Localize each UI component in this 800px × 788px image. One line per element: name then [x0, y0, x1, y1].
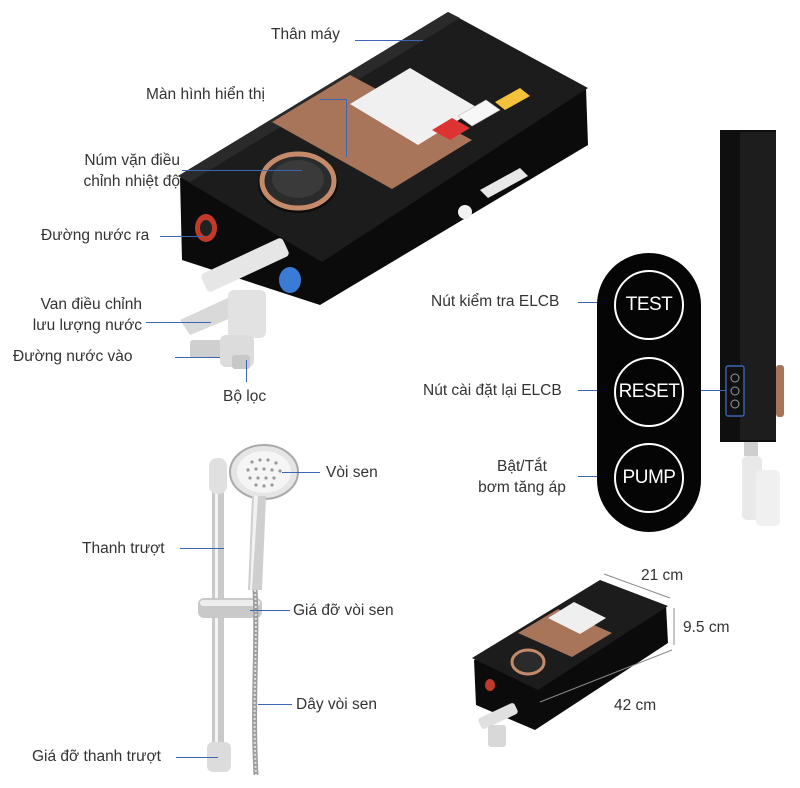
label-valve-line1: Van điều chỉnh: [40, 296, 142, 313]
label-outlet: Đường nước ra: [41, 227, 150, 244]
label-valve: Van điều chỉnh lưu lượng nước: [10, 294, 142, 336]
label-knob-line2: chỉnh nhiệt độ: [83, 173, 180, 190]
label-pump-line2: bơm tăng áp: [478, 479, 566, 496]
leader-filter: [246, 360, 248, 382]
leader-holder: [250, 610, 290, 612]
label-filter: Bộ lọc: [223, 388, 267, 405]
label-body: Thân máy: [271, 26, 340, 43]
label-knob-line1: Núm vặn điều: [84, 152, 180, 169]
label-slide-bar: Thanh trượt: [82, 540, 165, 557]
leader-hose: [258, 704, 292, 706]
label-knob: Núm vặn điều chỉnh nhiệt độ: [28, 150, 180, 192]
leader-bar-holder: [176, 757, 218, 759]
dimension-width: 21 cm: [641, 567, 684, 584]
shower-hose: [252, 589, 259, 776]
label-display: Màn hình hiển thị: [146, 86, 265, 103]
dimension-height: 42 cm: [614, 697, 657, 714]
label-pump-line1: Bật/Tắt: [497, 458, 547, 475]
leader-body: [355, 40, 423, 42]
label-valve-line2: lưu lượng nước: [32, 317, 142, 334]
leader-valve: [146, 322, 211, 324]
label-bar-holder: Giá đỡ thanh trượt: [32, 748, 161, 765]
label-inlet: Đường nước vào: [13, 348, 133, 365]
water-heater-side-view: [720, 130, 784, 526]
shower-set: [198, 444, 299, 776]
leader-outlet: [160, 236, 204, 238]
label-reset: Nút cài đặt lại ELCB: [423, 382, 562, 399]
label-test: Nút kiểm tra ELCB: [431, 293, 560, 310]
dimension-depth: 9.5 cm: [683, 619, 730, 636]
leader-slide-bar: [180, 548, 224, 550]
copper-band: [272, 75, 472, 189]
label-shower-head: Vòi sen: [326, 464, 378, 481]
label-shower-holder: Giá đỡ vòi sen: [293, 602, 394, 619]
control-button-panel: TEST RESET PUMP: [597, 253, 701, 532]
leader-shower-head: [282, 472, 320, 474]
leader-display: [320, 99, 346, 101]
test-button[interactable]: TEST: [614, 270, 684, 340]
leader-display-v: [346, 99, 348, 157]
leader-inlet: [175, 357, 220, 359]
water-heater-main: [178, 12, 588, 369]
label-pump: Bật/Tắt bơm tăng áp: [465, 456, 579, 498]
pump-button[interactable]: PUMP: [614, 443, 684, 513]
dimension-view: [472, 573, 675, 747]
leader-knob: [182, 170, 302, 172]
reset-button[interactable]: RESET: [614, 357, 684, 427]
label-hose: Dây vòi sen: [296, 696, 377, 713]
